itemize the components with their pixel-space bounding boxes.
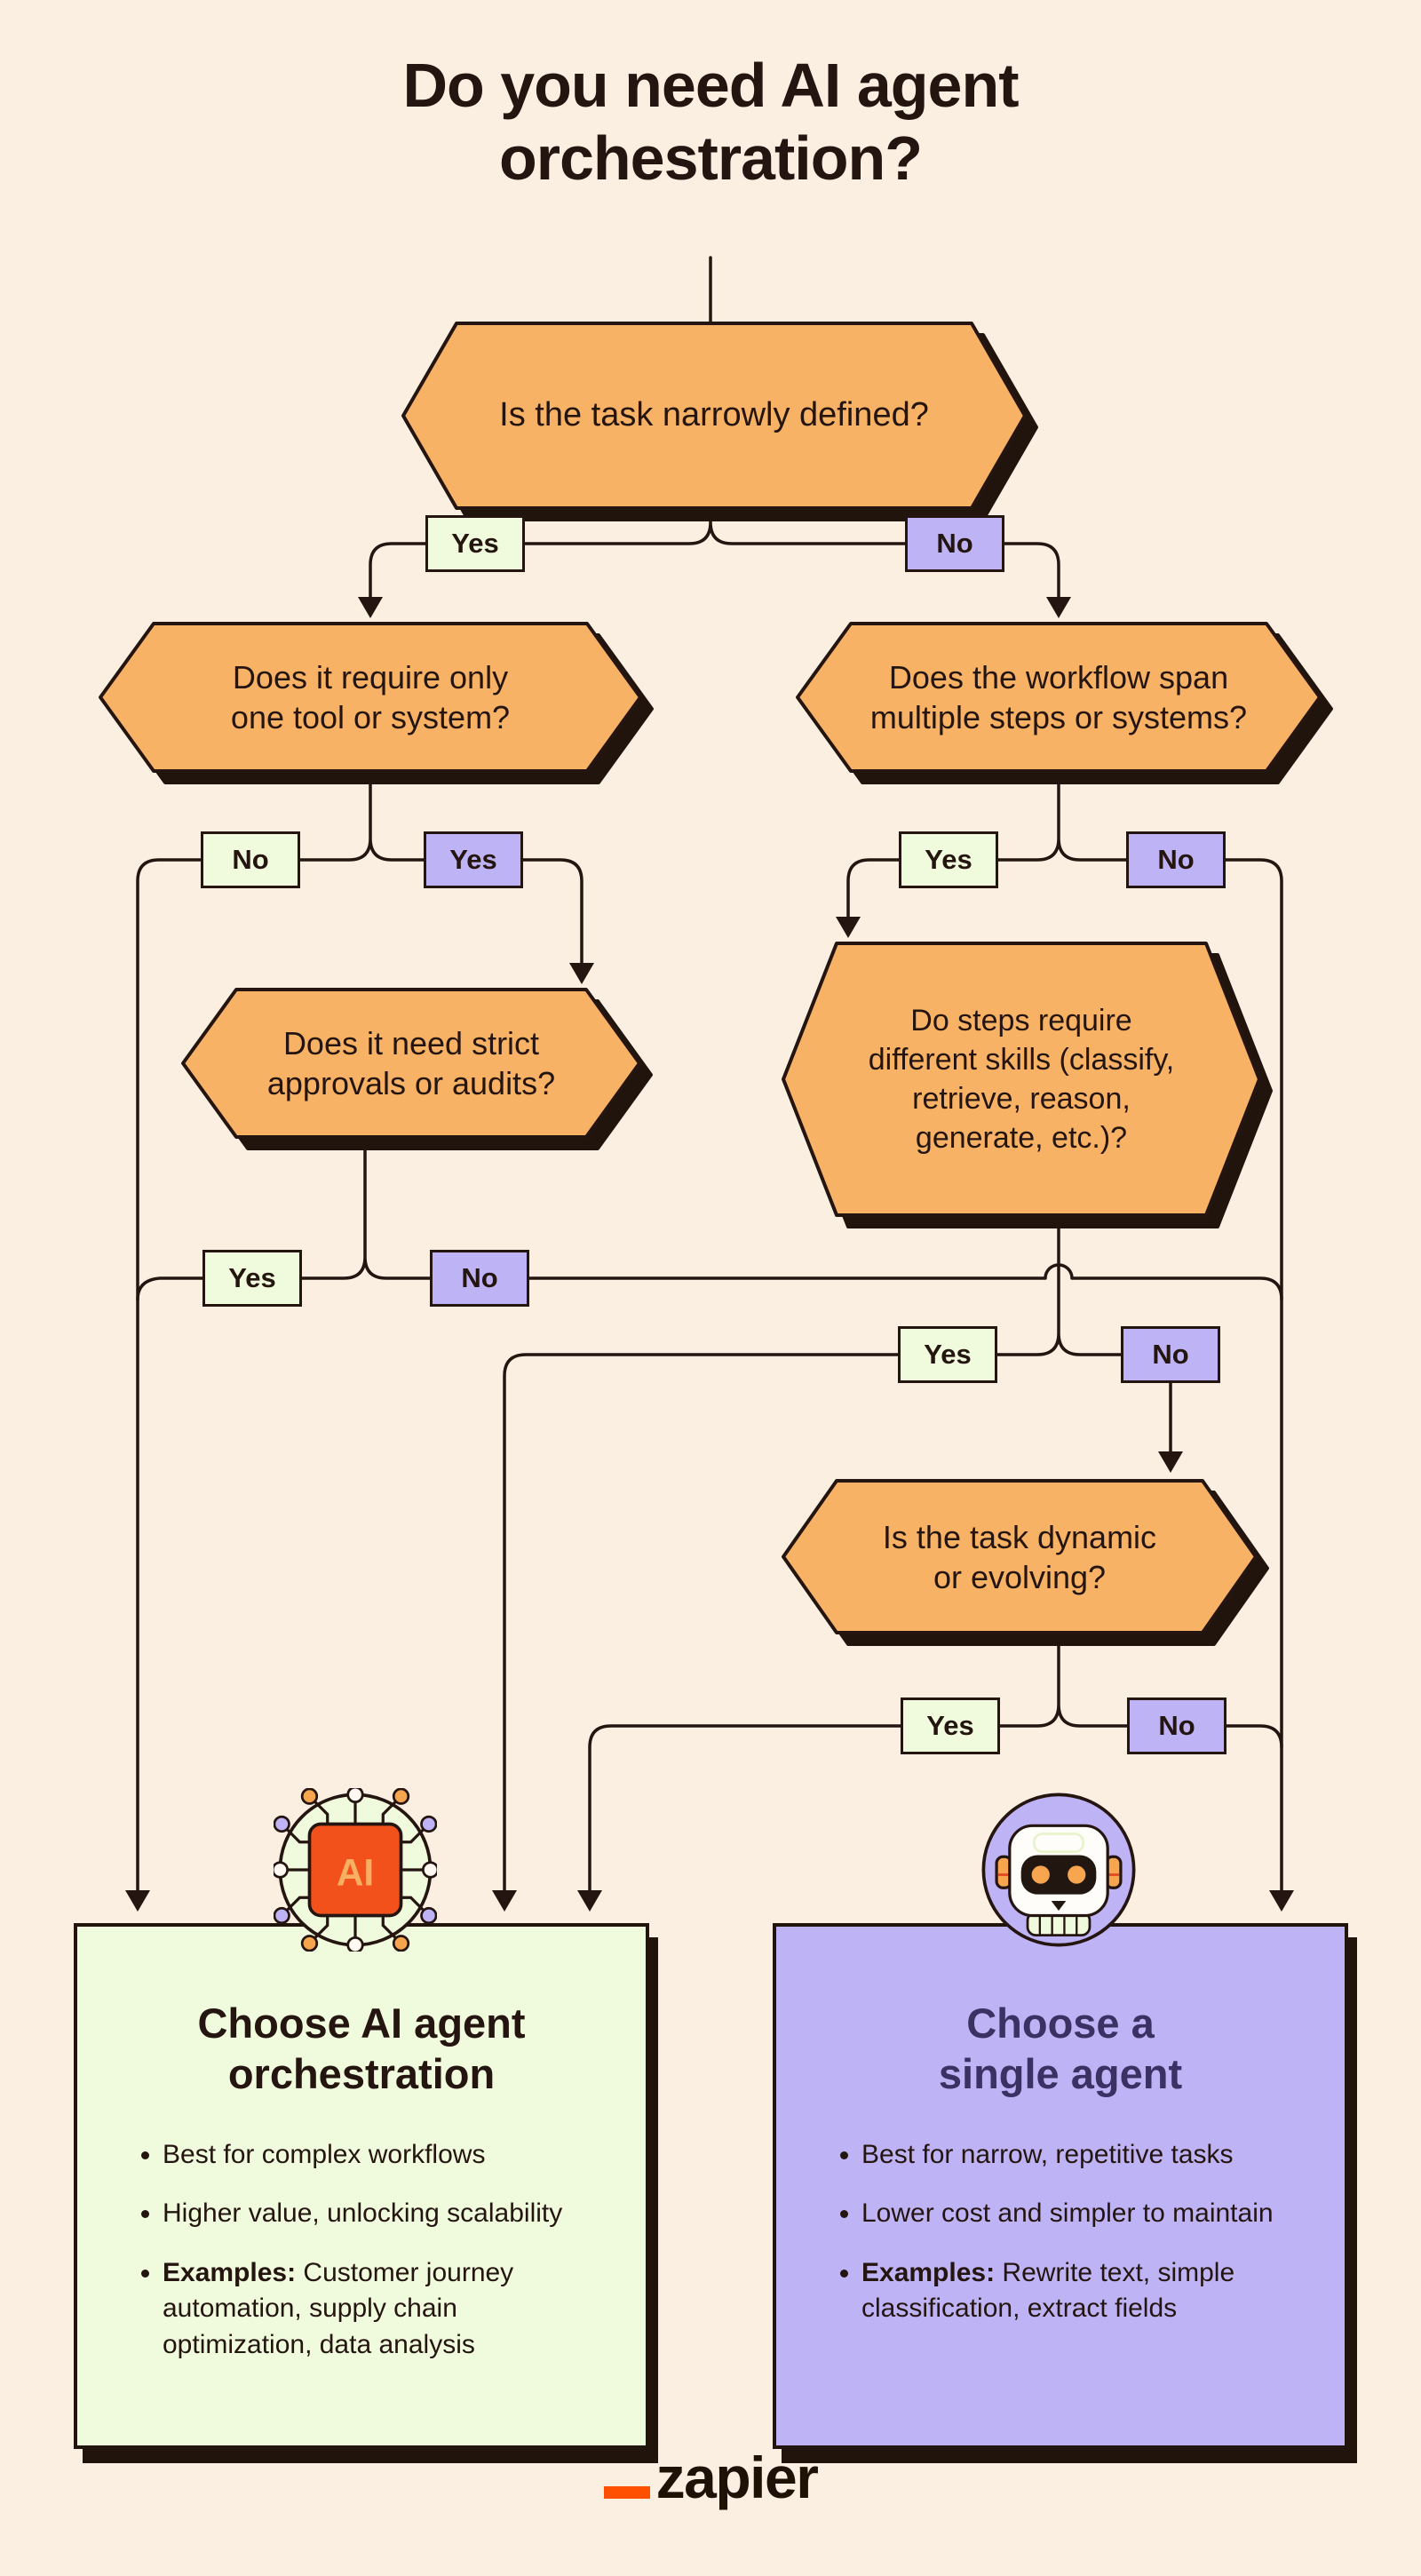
arrowhead: [1046, 597, 1071, 618]
arrowhead: [1158, 1451, 1183, 1473]
q1-no-label: No: [905, 515, 1004, 572]
decision-label-line: Does the workflow span: [888, 659, 1229, 696]
arrowheads: [125, 597, 1294, 1912]
outcome-title-line: Choose a: [966, 2000, 1155, 2047]
outcome-orchestration-title: Choose AI agent orchestration: [127, 1998, 596, 2100]
yes-text: Yes: [926, 1710, 974, 1741]
decision-label-line: or evolving?: [933, 1558, 1107, 1595]
no-text: No: [1152, 1339, 1189, 1370]
arrowhead: [1269, 1890, 1294, 1912]
q6-yes-label: Yes: [901, 1697, 1000, 1754]
connector-q5-fork: [503, 1215, 1126, 1892]
bullet-item: Examples: Rewrite text, simple classific…: [861, 2255, 1295, 2327]
bullet-item: Lower cost and simpler to maintain: [861, 2196, 1295, 2232]
outcome-single-agent-bullets: Best for narrow, repetitive tasks Lower …: [826, 2137, 1295, 2327]
bullet-item: Best for narrow, repetitive tasks: [861, 2137, 1295, 2174]
arrowhead: [358, 597, 383, 618]
bullet-text: Best for complex workflows: [163, 2139, 486, 2169]
outcome-title-line: orchestration: [227, 2050, 496, 2098]
outcome-title-line: single agent: [938, 2050, 1183, 2098]
decision-label: Does it require only one tool or system?: [99, 622, 642, 773]
decision-approvals-or-audits: Does it need strict approvals or audits?: [181, 988, 653, 1150]
q6-no-label: No: [1127, 1697, 1227, 1754]
decision-task-narrowly-defined: Is the task narrowly defined?: [401, 322, 1038, 521]
bullet-item: Higher value, unlocking scalability: [163, 2196, 596, 2232]
decision-label-line: retrieve, reason,: [912, 1082, 1131, 1116]
outcome-title-line: Choose AI agent: [197, 2000, 526, 2047]
connector-q1-fork: [369, 508, 1060, 599]
bullet-item: Examples: Customer journey automation, s…: [163, 2255, 596, 2364]
q3-yes-label: Yes: [899, 831, 998, 888]
decision-label-line: generate, etc.)?: [915, 1121, 1128, 1156]
no-text: No: [1158, 1710, 1195, 1741]
q3-no-label: No: [1126, 831, 1226, 888]
outcome-single-agent-card: Choose a single agent Best for narrow, r…: [773, 1923, 1348, 2449]
yes-text: Yes: [451, 528, 499, 559]
ai-chip-icon: AI: [271, 1785, 440, 1954]
outcome-orchestration-card: Choose AI agent orchestration Best for c…: [74, 1923, 649, 2449]
yes-text: Yes: [924, 1339, 972, 1370]
decision-label: Do steps require different skills (class…: [782, 942, 1261, 1217]
ai-chip-text: AI: [337, 1851, 374, 1893]
zapier-underscore-mark: [603, 2486, 650, 2499]
decision-task-dynamic: Is the task dynamic or evolving?: [782, 1479, 1269, 1646]
examples-label: Examples:: [861, 2257, 996, 2287]
decision-label-line: Is the task narrowly defined?: [499, 396, 929, 434]
q5-yes-label: Yes: [898, 1326, 997, 1383]
page-title-line: orchestration?: [498, 123, 923, 193]
decision-label-line: multiple steps or systems?: [869, 699, 1248, 735]
yes-text: Yes: [449, 844, 497, 875]
decision-label-line: Do steps require: [910, 1003, 1132, 1038]
decision-label-line: Is the task dynamic: [882, 1518, 1157, 1555]
no-text: No: [461, 1262, 498, 1293]
no-text: No: [232, 844, 269, 875]
arrowhead: [492, 1890, 517, 1912]
yes-text: Yes: [925, 844, 972, 875]
bullet-item: Best for complex workflows: [163, 2137, 596, 2174]
arrowhead: [125, 1890, 150, 1912]
decision-label: Is the task dynamic or evolving?: [782, 1479, 1258, 1634]
q5-no-label: No: [1121, 1326, 1220, 1383]
q2-no-label: No: [201, 831, 300, 888]
no-text: No: [1157, 844, 1195, 875]
examples-text: Rewrite text, simple classification, ext…: [861, 2257, 1235, 2324]
decision-workflow-multiple-steps: Does the workflow span multiple steps or…: [796, 622, 1333, 784]
zapier-logo: zapier: [0, 2448, 1421, 2507]
decision-label-line: one tool or system?: [230, 699, 511, 735]
q4-no-label: No: [430, 1250, 529, 1307]
outcome-orchestration-bullets: Best for complex workflows Higher value,…: [127, 2137, 596, 2364]
yes-text: Yes: [228, 1262, 276, 1293]
decision-label-line: Does it require only: [232, 659, 509, 696]
decision-label: Does it need strict approvals or audits?: [181, 988, 641, 1139]
bullet-text: Lower cost and simpler to maintain: [861, 2198, 1274, 2229]
zapier-wordmark: zapier: [655, 2445, 819, 2510]
q4-yes-label: Yes: [202, 1250, 302, 1307]
no-text: No: [936, 528, 973, 559]
examples-label: Examples:: [163, 2257, 297, 2287]
arrowhead: [569, 963, 594, 984]
q2-yes-label: Yes: [424, 831, 523, 888]
decision-label-line: different skills (classify,: [868, 1042, 1175, 1077]
connector-q2-fork: [136, 771, 583, 1892]
examples-text: Customer journey automation, supply chai…: [163, 2257, 514, 2359]
page-title-line: Do you need AI agent: [402, 51, 1019, 120]
arrowhead: [577, 1890, 602, 1912]
decision-label-line: approvals or audits?: [266, 1065, 556, 1101]
decision-different-skills: Do steps require different skills (class…: [782, 942, 1273, 1228]
bullet-text: Higher value, unlocking scalability: [163, 2198, 563, 2229]
bullet-text: Best for narrow, repetitive tasks: [861, 2139, 1234, 2169]
arrowhead: [836, 917, 861, 938]
connector-q6-fork: [588, 1633, 1283, 1892]
robot-icon: [977, 1788, 1140, 1952]
decision-label-line: Does it need strict: [282, 1025, 540, 1061]
decision-label: Is the task narrowly defined?: [401, 322, 1027, 510]
q1-yes-label: Yes: [425, 515, 525, 572]
outcome-single-agent-title: Choose a single agent: [826, 1998, 1295, 2100]
page-title: Do you need AI agent orchestration?: [0, 50, 1421, 195]
decision-label: Does the workflow span multiple steps or…: [796, 622, 1322, 773]
decision-one-tool-or-system: Does it require only one tool or system?: [99, 622, 654, 784]
